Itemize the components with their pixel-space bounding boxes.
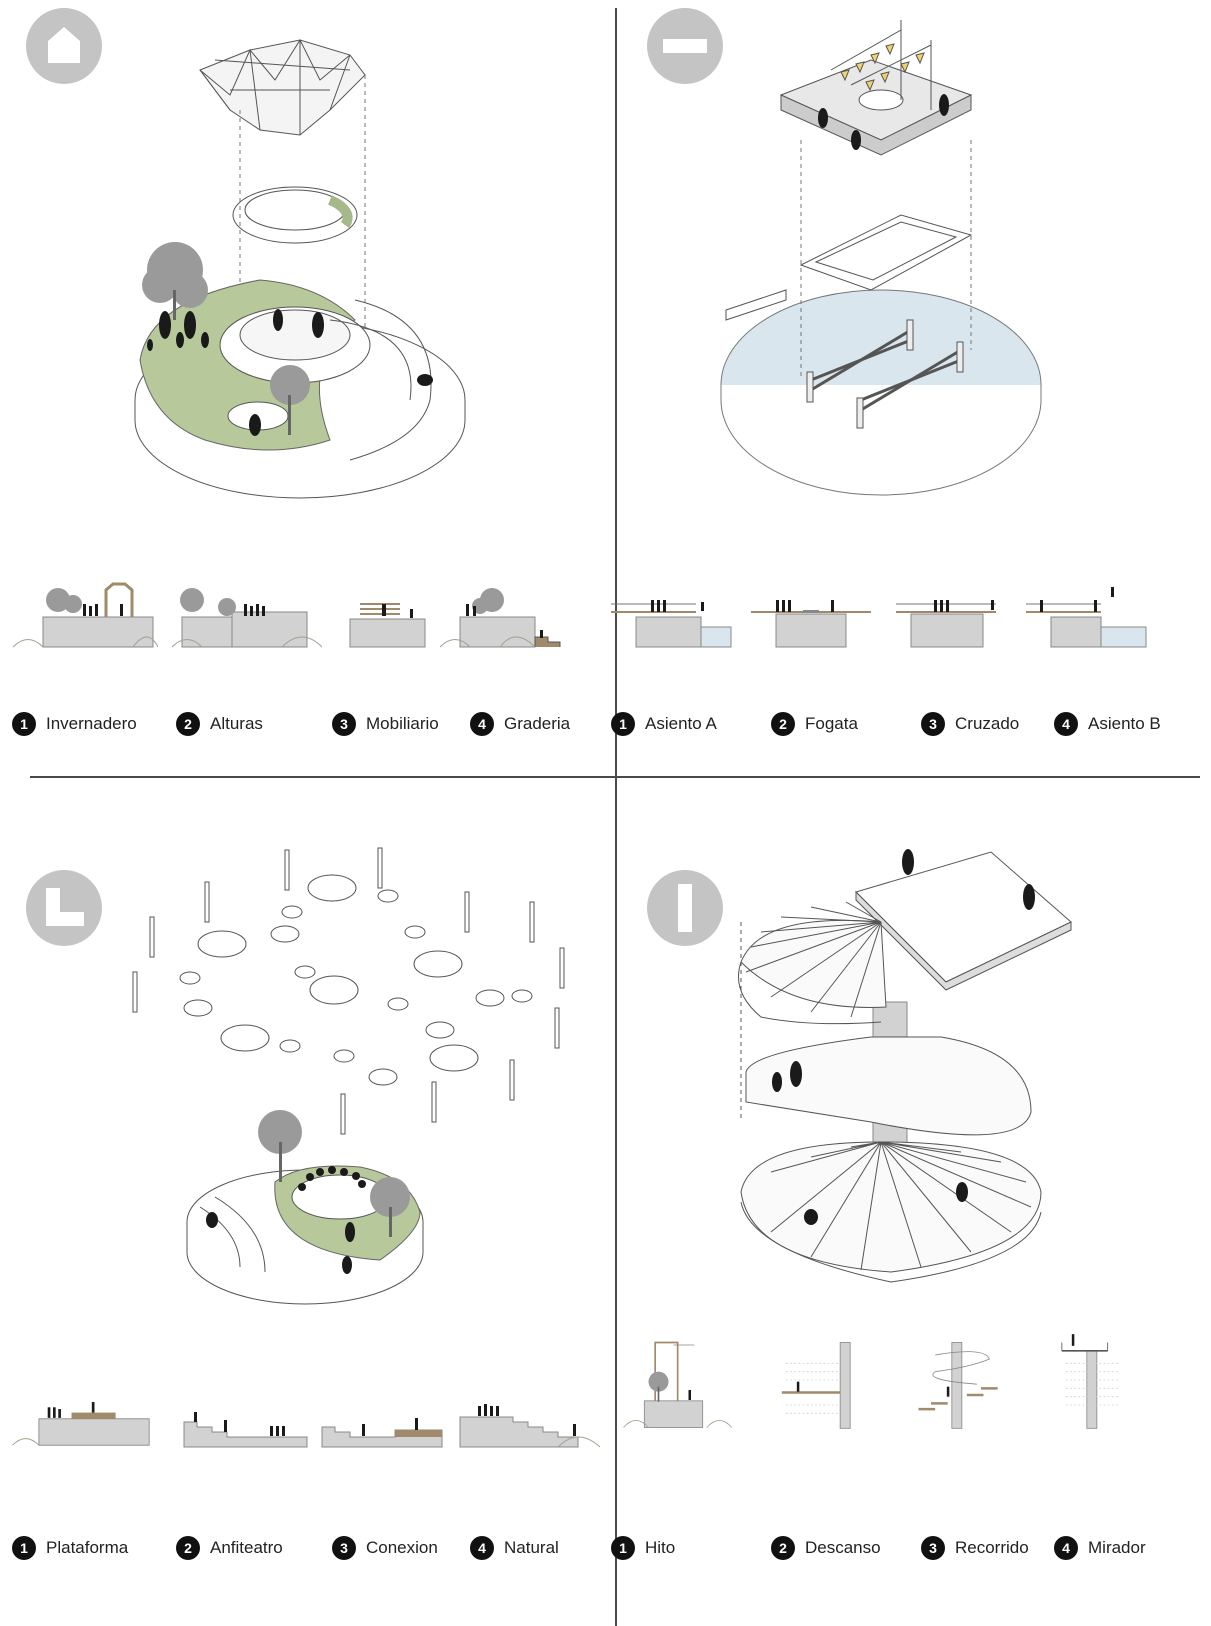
number-badge: 2 (771, 1536, 795, 1560)
legend-label: Mobiliario (366, 714, 439, 734)
section-hito (611, 1330, 761, 1430)
legend-item-1: 1 Asiento A (611, 712, 717, 736)
axonometric-diagram-4 (611, 812, 1211, 1372)
legend-item-3: 3 Mobiliario (332, 712, 439, 736)
number-badge: 2 (176, 1536, 200, 1560)
axonometric-diagram-1 (0, 0, 600, 560)
number-badge: 3 (332, 712, 356, 736)
axonometric-diagram-2 (611, 0, 1211, 560)
legend-label: Asiento B (1088, 714, 1161, 734)
legend-label: Recorrido (955, 1538, 1029, 1558)
section-descanso (761, 1330, 911, 1430)
number-badge: 3 (332, 1536, 356, 1560)
lookout-deck (856, 852, 1071, 990)
number-badge: 4 (470, 1536, 494, 1560)
legend-item-4: 4 Mirador (1054, 1536, 1146, 1560)
legend-label: Descanso (805, 1538, 881, 1558)
number-badge: 1 (12, 712, 36, 736)
poles (133, 848, 564, 1134)
legend-label: Invernadero (46, 714, 137, 734)
legend-label: Fogata (805, 714, 858, 734)
legend-label: Anfiteatro (210, 1538, 283, 1558)
number-badge: 3 (921, 1536, 945, 1560)
section-natural (458, 1382, 608, 1482)
quadrant-fogata: 1 Asiento A 2 Fogata 3 Cruzado 4 Asiento… (611, 0, 1211, 800)
legend-item-1: 1 Hito (611, 1536, 675, 1560)
dome-canopy (200, 40, 365, 135)
legend-item-2: 2 Descanso (771, 1536, 881, 1560)
section-asiento-b (1026, 582, 1176, 682)
ring-element (233, 187, 357, 243)
section-invernadero (8, 582, 158, 682)
section-conexion (320, 1382, 470, 1482)
number-badge: 4 (1054, 1536, 1078, 1560)
legend-label: Asiento A (645, 714, 717, 734)
legend-item-3: 3 Conexion (332, 1536, 438, 1560)
legend-item-3: 3 Recorrido (921, 1536, 1029, 1560)
number-badge: 3 (921, 712, 945, 736)
legend-item-4: 4 Asiento B (1054, 712, 1161, 736)
number-badge: 4 (470, 712, 494, 736)
legend-item-4: 4 Graderia (470, 712, 570, 736)
legend-item-4: 4 Natural (470, 1536, 559, 1560)
section-fogata (751, 582, 901, 682)
section-cruzado (896, 582, 1046, 682)
legend-label: Alturas (210, 714, 263, 734)
legend-label: Graderia (504, 714, 570, 734)
axonometric-diagram-3 (0, 812, 600, 1372)
legend-item-1: 1 Invernadero (12, 712, 137, 736)
quadrant-anfiteatro: 1 Plataforma 2 Anfiteatro 3 Conexion 4 N… (0, 812, 600, 1612)
legend-label: Plataforma (46, 1538, 128, 1558)
section-graderia (440, 582, 590, 682)
number-badge: 1 (611, 712, 635, 736)
legend-label: Natural (504, 1538, 559, 1558)
number-badge: 1 (611, 1536, 635, 1560)
legend-item-2: 2 Fogata (771, 712, 858, 736)
legend-item-2: 2 Anfiteatro (176, 1536, 283, 1560)
section-recorrido (906, 1330, 1056, 1430)
section-mirador (1041, 1330, 1191, 1430)
legend-label: Hito (645, 1538, 675, 1558)
legend-label: Mirador (1088, 1538, 1146, 1558)
legend-item-1: 1 Plataforma (12, 1536, 128, 1560)
number-badge: 4 (1054, 712, 1078, 736)
floating-discs (180, 875, 532, 1085)
legend-label: Cruzado (955, 714, 1019, 734)
section-plataforma (8, 1382, 158, 1482)
legend-label: Conexion (366, 1538, 438, 1558)
legend-item-3: 3 Cruzado (921, 712, 1019, 736)
quadrant-invernadero: 1 Invernadero 2 Alturas 3 Mobiliario 4 G… (0, 0, 600, 800)
number-badge: 1 (12, 1536, 36, 1560)
section-asiento-a (611, 582, 761, 682)
legend-item-2: 2 Alturas (176, 712, 263, 736)
quadrant-mirador: 1 Hito 2 Descanso 3 Recorrido 4 Mirador (611, 812, 1211, 1612)
number-badge: 2 (176, 712, 200, 736)
number-badge: 2 (771, 712, 795, 736)
section-alturas (172, 582, 322, 682)
section-anfiteatro (182, 1382, 332, 1482)
